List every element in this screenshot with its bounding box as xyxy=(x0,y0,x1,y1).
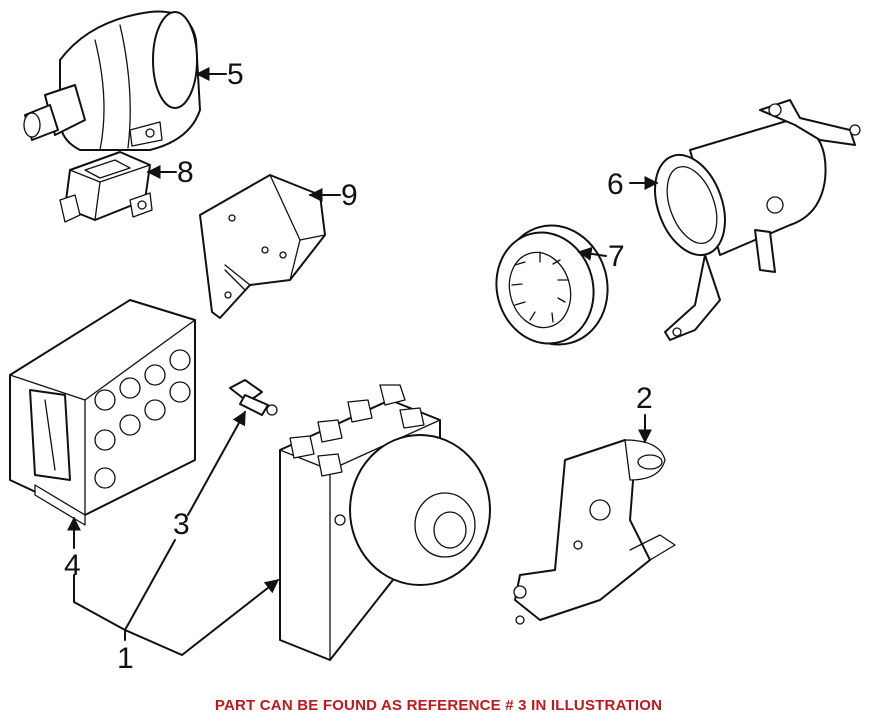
control-module-part-4 xyxy=(9,299,196,526)
hydraulic-unit-part-1 xyxy=(279,384,491,661)
bracket-part-2 xyxy=(513,439,676,625)
callout-8: 8 xyxy=(177,156,194,189)
callout-5: 5 xyxy=(227,58,244,91)
ring-bracket-part-6 xyxy=(654,99,861,341)
callout-1: 1 xyxy=(117,642,134,675)
callout-7: 7 xyxy=(608,240,625,273)
tone-ring-part-7 xyxy=(495,224,609,346)
sensor-part-8 xyxy=(59,151,153,223)
bracket-part-9 xyxy=(199,174,326,319)
leader-lines xyxy=(67,67,659,656)
pump-motor-part-5 xyxy=(23,10,201,151)
callout-numbers: 5 8 9 6 7 2 3 4 1 xyxy=(64,58,653,675)
switch-part-3 xyxy=(229,379,278,416)
callout-2: 2 xyxy=(636,382,653,415)
reference-caption: PART CAN BE FOUND AS REFERENCE # 3 IN IL… xyxy=(214,697,663,714)
callout-6: 6 xyxy=(607,168,624,201)
callout-4: 4 xyxy=(64,549,81,582)
callout-3: 3 xyxy=(173,508,190,541)
callout-9: 9 xyxy=(341,179,358,212)
